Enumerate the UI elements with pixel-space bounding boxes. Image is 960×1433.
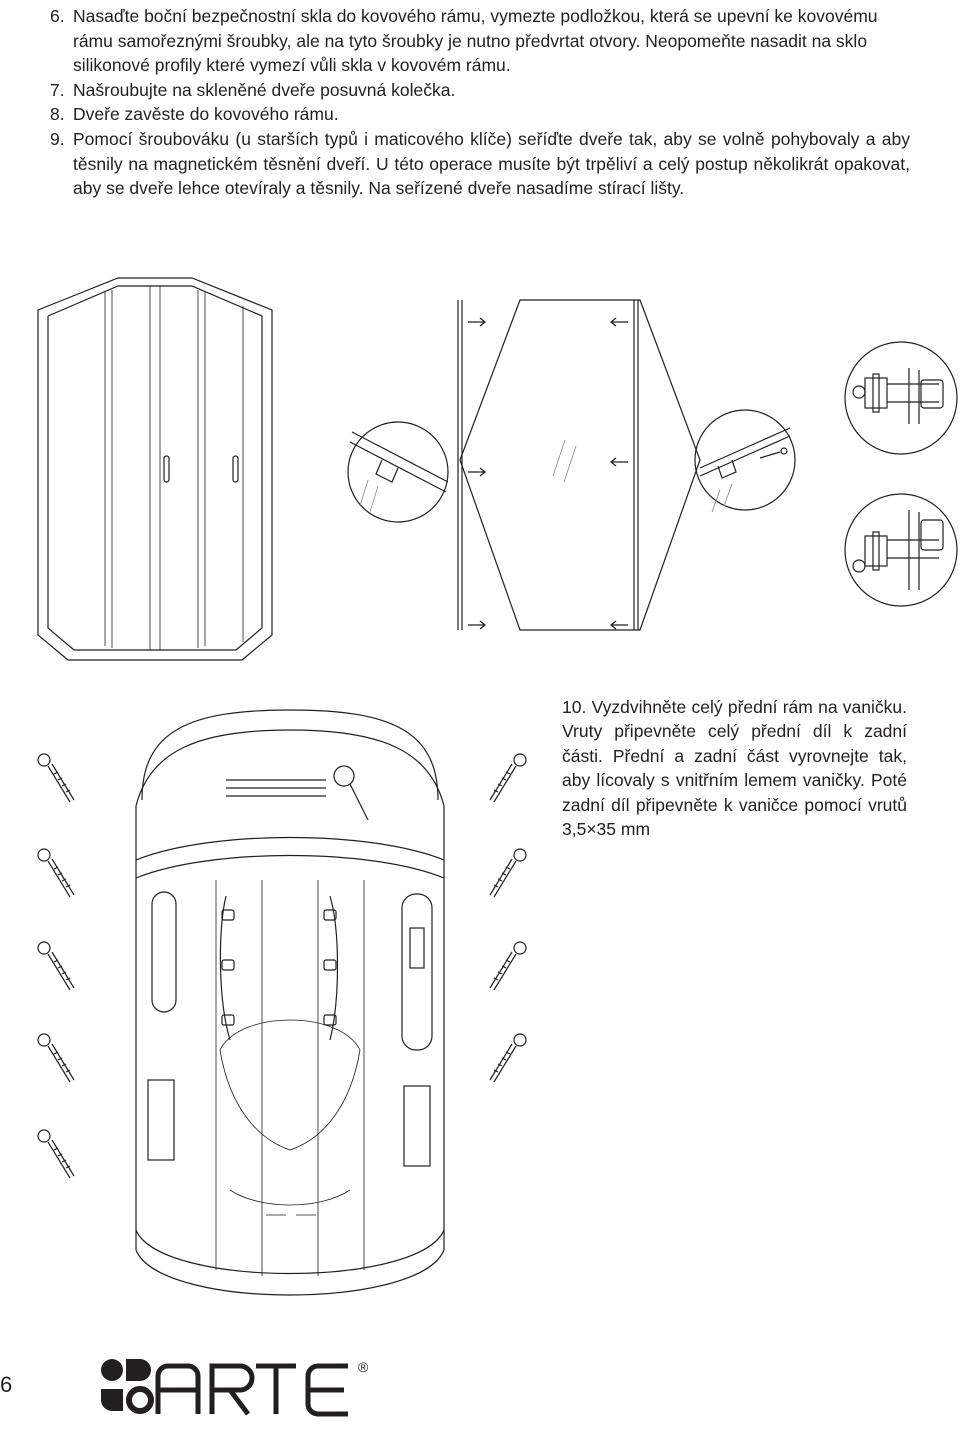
screw-icon	[489, 941, 527, 991]
screw-icon	[37, 1129, 75, 1179]
step-7: 7. Našroubujte na skleněné dveře posuvná …	[50, 78, 910, 103]
artec-logo-icon: ®	[101, 1359, 369, 1417]
screw-icon	[37, 848, 75, 898]
door-adjustment-illustration	[347, 299, 796, 631]
screw-icon	[489, 1033, 527, 1083]
step-10-number: 10.	[562, 697, 587, 717]
step-10: 10. Vyzdvihněte celý přední rám na vanič…	[562, 695, 907, 841]
step-8: 8. Dveře zavěste do kovového rámu.	[50, 102, 910, 127]
step-10-text: Vyzdvihněte celý přední rám na vaničku. …	[562, 697, 907, 840]
step-9-text: Pomocí šroubováku (u starších typů i mat…	[73, 128, 910, 199]
step-6: 6. Nasaďte boční bezpečnostní skla do kov…	[50, 4, 910, 78]
step-7-number: 7.	[50, 79, 65, 100]
enclosure-front-illustration	[37, 277, 273, 661]
screw-icon-group	[37, 753, 527, 1179]
screw-icon	[489, 753, 527, 803]
magnetic-seal-detail-illustration	[844, 341, 958, 607]
step-6-text: Nasaďte boční bezpečnostní skla do kovov…	[73, 6, 878, 76]
screw-icon	[37, 941, 75, 991]
page-number: 6	[0, 1372, 13, 1397]
shower-cabin-illustration	[37, 709, 527, 1296]
step-9-number: 9.	[50, 128, 65, 149]
step-6-number: 6.	[50, 6, 65, 26]
step-9: 9. Pomocí šroubováku (u starších typů i m…	[50, 127, 910, 201]
adjustment-arrows	[468, 317, 628, 630]
step-8-text: Dveře zavěste do kovového rámu.	[73, 104, 339, 125]
step-7-text: Našroubujte na skleněné dveře posuvná ko…	[73, 79, 456, 100]
step-8-number: 8.	[50, 104, 65, 125]
instruction-steps: 6. Nasaďte boční bezpečnostní skla do kov…	[50, 4, 910, 201]
screw-icon	[489, 848, 527, 898]
screw-icon	[37, 1033, 75, 1083]
screw-icon	[37, 753, 75, 803]
registered-mark: ®	[358, 1359, 369, 1375]
